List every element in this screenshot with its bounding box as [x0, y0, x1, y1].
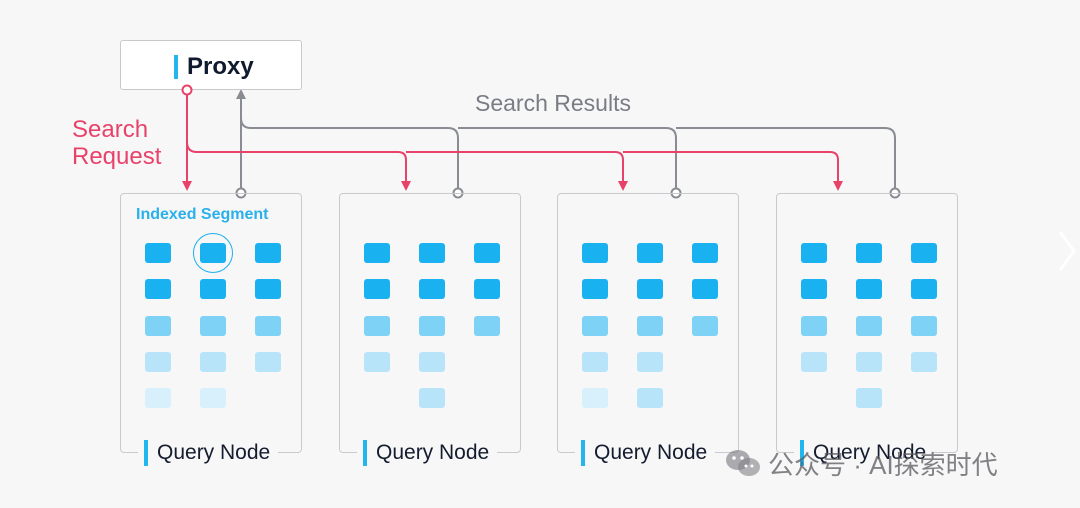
segment-tile	[255, 352, 281, 372]
segment-tile	[582, 352, 608, 372]
segment-tile	[419, 388, 445, 408]
chevron-right-icon[interactable]	[1056, 228, 1078, 274]
segment-tile	[911, 243, 937, 263]
segment-tile	[582, 316, 608, 336]
search-request-line2: Request	[72, 143, 162, 170]
segment-tile	[419, 243, 445, 263]
request-arrowheads	[182, 181, 843, 191]
query-node-label-4: Query Node	[794, 438, 935, 468]
segment-tile	[856, 243, 882, 263]
results-arrowhead	[236, 89, 246, 99]
node-accent-bar	[363, 440, 367, 466]
segment-tile	[856, 388, 882, 408]
segment-tile	[801, 316, 827, 336]
segment-tile	[582, 279, 608, 299]
segment-tile	[255, 316, 281, 336]
proxy-accent-bar	[174, 55, 178, 79]
segment-tile	[200, 352, 226, 372]
segment-tile	[474, 316, 500, 336]
query-node-text: Query Node	[594, 441, 708, 464]
wechat-icon	[726, 450, 760, 476]
node-accent-bar	[800, 440, 804, 466]
segment-tile	[419, 352, 445, 372]
segment-tile	[364, 279, 390, 299]
segment-tile	[692, 243, 718, 263]
highlight-ring	[193, 233, 233, 273]
watermark-text: 公众号 · AI探索时代	[768, 449, 998, 480]
segment-tile	[200, 388, 226, 408]
segment-tile	[856, 279, 882, 299]
segment-tile	[364, 243, 390, 263]
search-request-label: Search Request	[72, 116, 192, 170]
query-node-text: Query Node	[376, 441, 490, 464]
segment-tile	[364, 316, 390, 336]
segment-tile	[856, 352, 882, 372]
segment-tile	[255, 279, 281, 299]
query-node-label-3: Query Node	[575, 438, 716, 468]
segment-tile	[637, 243, 663, 263]
query-node-text: Query Node	[813, 441, 927, 464]
segment-tile	[145, 388, 171, 408]
segment-tile	[474, 279, 500, 299]
segment-tile	[637, 352, 663, 372]
search-results-lines	[240, 96, 896, 193]
query-node-label-2: Query Node	[357, 438, 498, 468]
segment-tile	[145, 279, 171, 299]
segment-tile	[911, 279, 937, 299]
segment-tile	[692, 316, 718, 336]
segment-tile	[801, 352, 827, 372]
proxy-label: Proxy	[187, 53, 254, 80]
segment-tile	[911, 316, 937, 336]
node-accent-bar	[581, 440, 585, 466]
segment-tile	[637, 388, 663, 408]
segment-tile	[145, 352, 171, 372]
segment-tile	[474, 243, 500, 263]
segment-tile	[637, 279, 663, 299]
segment-tile	[856, 316, 882, 336]
query-node-label-1: Query Node	[138, 438, 279, 468]
segment-tile	[364, 352, 390, 372]
proxy-box: Proxy	[120, 40, 302, 90]
indexed-segment-label: Indexed Segment	[136, 206, 269, 223]
segment-tile	[801, 243, 827, 263]
node-accent-bar	[144, 440, 148, 466]
segment-tile	[145, 243, 171, 263]
segment-tile	[801, 279, 827, 299]
segment-tile	[145, 316, 171, 336]
segment-tile	[419, 279, 445, 299]
segment-tile	[200, 316, 226, 336]
segment-tile	[692, 279, 718, 299]
search-request-lines	[186, 95, 839, 184]
search-results-label: Search Results	[475, 90, 631, 116]
segment-tile	[582, 388, 608, 408]
segment-tile	[582, 243, 608, 263]
segment-tile	[911, 352, 937, 372]
segment-tile	[255, 243, 281, 263]
segment-tile	[419, 316, 445, 336]
watermark: 公众号 · AI探索时代	[724, 445, 998, 481]
query-node-text: Query Node	[157, 441, 271, 464]
segment-tile	[637, 316, 663, 336]
search-request-line1: Search	[72, 116, 149, 143]
segment-tile	[200, 279, 226, 299]
